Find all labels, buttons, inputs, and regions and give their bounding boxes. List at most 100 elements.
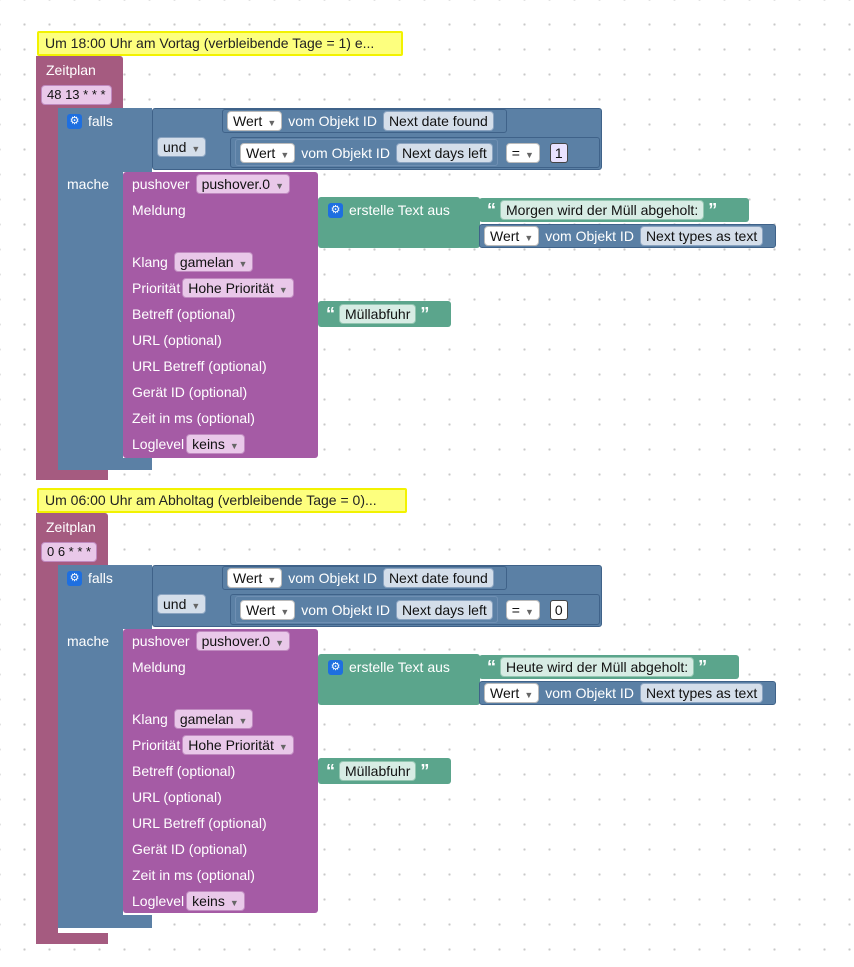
pushover-header: pushover pushover.0▼ xyxy=(132,631,291,651)
priority-row: Priorität Hohe Priorität▼ xyxy=(132,735,294,755)
text-value-object-field[interactable]: Next types as text xyxy=(639,226,764,246)
text-value-block-2[interactable]: Wert▼ vom Objekt ID Next types as text xyxy=(479,681,776,705)
subject-text-block-1[interactable]: “ Müllabfuhr ” xyxy=(318,301,451,327)
priority-label: Priorität xyxy=(132,737,181,753)
dropdown-arrow-icon: ▼ xyxy=(191,601,201,611)
pushover-label: pushover xyxy=(132,633,190,649)
do-label: mache xyxy=(67,633,110,649)
sound-dropdown[interactable]: gamelan▼ xyxy=(173,252,254,272)
create-text-label: erstelle Text aus xyxy=(349,202,450,218)
gear-icon[interactable]: ⚙ xyxy=(67,113,82,129)
cond1-block[interactable]: Wert▼ vom Objekt ID Next date found xyxy=(222,566,507,590)
block-group-2: Um 06:00 Uhr am Abholtag (verbleibende T… xyxy=(0,457,854,957)
create-text-block-1[interactable] xyxy=(318,197,480,248)
dropdown-arrow-icon: ▼ xyxy=(524,233,534,243)
cond2-value-block[interactable]: Wert▼ vom Objekt ID Next days left xyxy=(235,596,498,623)
loglevel-dropdown[interactable]: keins▼ xyxy=(186,891,245,911)
cond2-compare-block[interactable]: Wert▼ vom Objekt ID Next days left =▼ 1 xyxy=(230,137,600,168)
and-dropdown[interactable]: und▼ xyxy=(157,137,207,157)
cond1-block[interactable]: Wert▼ vom Objekt ID Next date found xyxy=(222,109,507,133)
dropdown-arrow-icon: ▼ xyxy=(278,285,288,295)
dropdown-arrow-icon: ▼ xyxy=(280,149,290,160)
cond2-kind-dropdown[interactable]: Wert▼ xyxy=(240,599,296,620)
operator-dropdown[interactable]: =▼ xyxy=(505,142,540,163)
loglevel-row: Loglevel keins▼ xyxy=(132,434,245,454)
close-quote-icon: ” xyxy=(698,657,708,677)
url-label: URL (optional) xyxy=(132,789,222,805)
if-label: falls xyxy=(88,570,113,586)
cond2-kind-dropdown[interactable]: Wert▼ xyxy=(240,142,296,163)
cond1-kind-dropdown[interactable]: Wert▼ xyxy=(227,111,283,131)
message-label: Meldung xyxy=(132,202,186,218)
pushover-block-2[interactable] xyxy=(123,629,318,913)
block-group-1: Um 18:00 Uhr am Vortag (verbleibende Tag… xyxy=(0,0,854,480)
cond1-of-label: vom Objekt ID xyxy=(288,570,377,586)
cond2-compare-block[interactable]: Wert▼ vom Objekt ID Next days left =▼ 0 xyxy=(230,594,600,625)
cond1-object-field[interactable]: Next date found xyxy=(382,111,494,131)
pushover-instance-dropdown[interactable]: pushover.0▼ xyxy=(195,631,291,651)
text-value-kind-dropdown[interactable]: Wert▼ xyxy=(484,683,540,703)
cron-field[interactable]: 0 6 * * * xyxy=(41,542,98,562)
pushover-block-1[interactable] xyxy=(123,172,318,458)
text-string-block-2[interactable]: “ Heute wird der Müll abgeholt: ” xyxy=(479,655,739,679)
create-text-block-2[interactable] xyxy=(318,654,480,705)
cond2-of-label: vom Objekt ID xyxy=(301,144,390,161)
if-label: falls xyxy=(88,113,113,129)
time-label: Zeit in ms (optional) xyxy=(132,867,255,883)
cron-field[interactable]: 48 13 * * * xyxy=(41,85,112,105)
text-value-block-1[interactable]: Wert▼ vom Objekt ID Next types as text xyxy=(479,224,776,248)
if-header: ⚙ falls xyxy=(67,111,113,131)
cond1-of-label: vom Objekt ID xyxy=(288,113,377,129)
dropdown-arrow-icon: ▼ xyxy=(229,441,239,451)
comment-1[interactable]: Um 18:00 Uhr am Vortag (verbleibende Tag… xyxy=(37,31,403,56)
cond2-object-field[interactable]: Next days left xyxy=(395,599,493,620)
create-text-header: ⚙ erstelle Text aus xyxy=(328,200,450,220)
sound-label: Klang xyxy=(132,711,168,727)
loglevel-dropdown[interactable]: keins▼ xyxy=(186,434,245,454)
priority-dropdown[interactable]: Hohe Priorität▼ xyxy=(182,278,294,298)
cond2-of-label: vom Objekt ID xyxy=(301,601,390,618)
open-quote-icon: “ xyxy=(487,200,496,220)
cond2-object-field[interactable]: Next days left xyxy=(395,142,493,163)
sound-row: Klang gamelan▼ xyxy=(132,252,254,272)
subject-text-block-2[interactable]: “ Müllabfuhr ” xyxy=(318,758,451,784)
comment-2[interactable]: Um 06:00 Uhr am Abholtag (verbleibende T… xyxy=(37,488,407,513)
pushover-instance-dropdown[interactable]: pushover.0▼ xyxy=(195,174,291,194)
gear-icon[interactable]: ⚙ xyxy=(328,659,343,675)
open-quote-icon: “ xyxy=(326,304,335,324)
if-block-1-spine xyxy=(58,108,123,470)
text-string-field[interactable]: Morgen wird der Müll abgeholt: xyxy=(500,200,705,220)
if-block-2-spine xyxy=(58,565,123,928)
subject-text-field[interactable]: Müllabfuhr xyxy=(339,761,417,781)
number-field[interactable]: 0 xyxy=(549,599,568,620)
text-string-block-1[interactable]: “ Morgen wird der Müll abgeholt: ” xyxy=(479,198,749,222)
if-header: ⚙ falls xyxy=(67,568,113,588)
gear-icon[interactable]: ⚙ xyxy=(328,202,343,218)
url-label: URL (optional) xyxy=(132,332,222,348)
text-string-field[interactable]: Heute wird der Müll abgeholt: xyxy=(500,657,695,677)
subject-label: Betreff (optional) xyxy=(132,306,236,322)
dropdown-arrow-icon: ▼ xyxy=(524,149,534,160)
sound-dropdown[interactable]: gamelan▼ xyxy=(173,709,254,729)
gear-icon[interactable]: ⚙ xyxy=(67,570,82,586)
dropdown-arrow-icon: ▼ xyxy=(267,575,277,585)
cond1-kind-dropdown[interactable]: Wert▼ xyxy=(227,568,283,588)
subject-label: Betreff (optional) xyxy=(132,763,236,779)
open-quote-icon: “ xyxy=(487,657,496,677)
priority-dropdown[interactable]: Hohe Priorität▼ xyxy=(182,735,294,755)
cond2-value-block[interactable]: Wert▼ vom Objekt ID Next days left xyxy=(235,139,498,166)
cond1-object-field[interactable]: Next date found xyxy=(382,568,494,588)
text-value-kind-dropdown[interactable]: Wert▼ xyxy=(484,226,540,246)
close-quote-icon: ” xyxy=(708,200,718,220)
subject-text-field[interactable]: Müllabfuhr xyxy=(339,304,417,324)
create-text-label: erstelle Text aus xyxy=(349,659,450,675)
pushover-header: pushover pushover.0▼ xyxy=(132,174,291,194)
text-value-of-label: vom Objekt ID xyxy=(545,685,634,701)
text-value-object-field[interactable]: Next types as text xyxy=(639,683,764,703)
and-dropdown[interactable]: und▼ xyxy=(157,594,207,614)
number-field[interactable]: 1 xyxy=(549,142,568,163)
dropdown-arrow-icon: ▼ xyxy=(229,898,239,908)
operator-dropdown[interactable]: =▼ xyxy=(505,599,540,620)
create-text-header: ⚙ erstelle Text aus xyxy=(328,657,450,677)
do-label: mache xyxy=(67,176,110,192)
